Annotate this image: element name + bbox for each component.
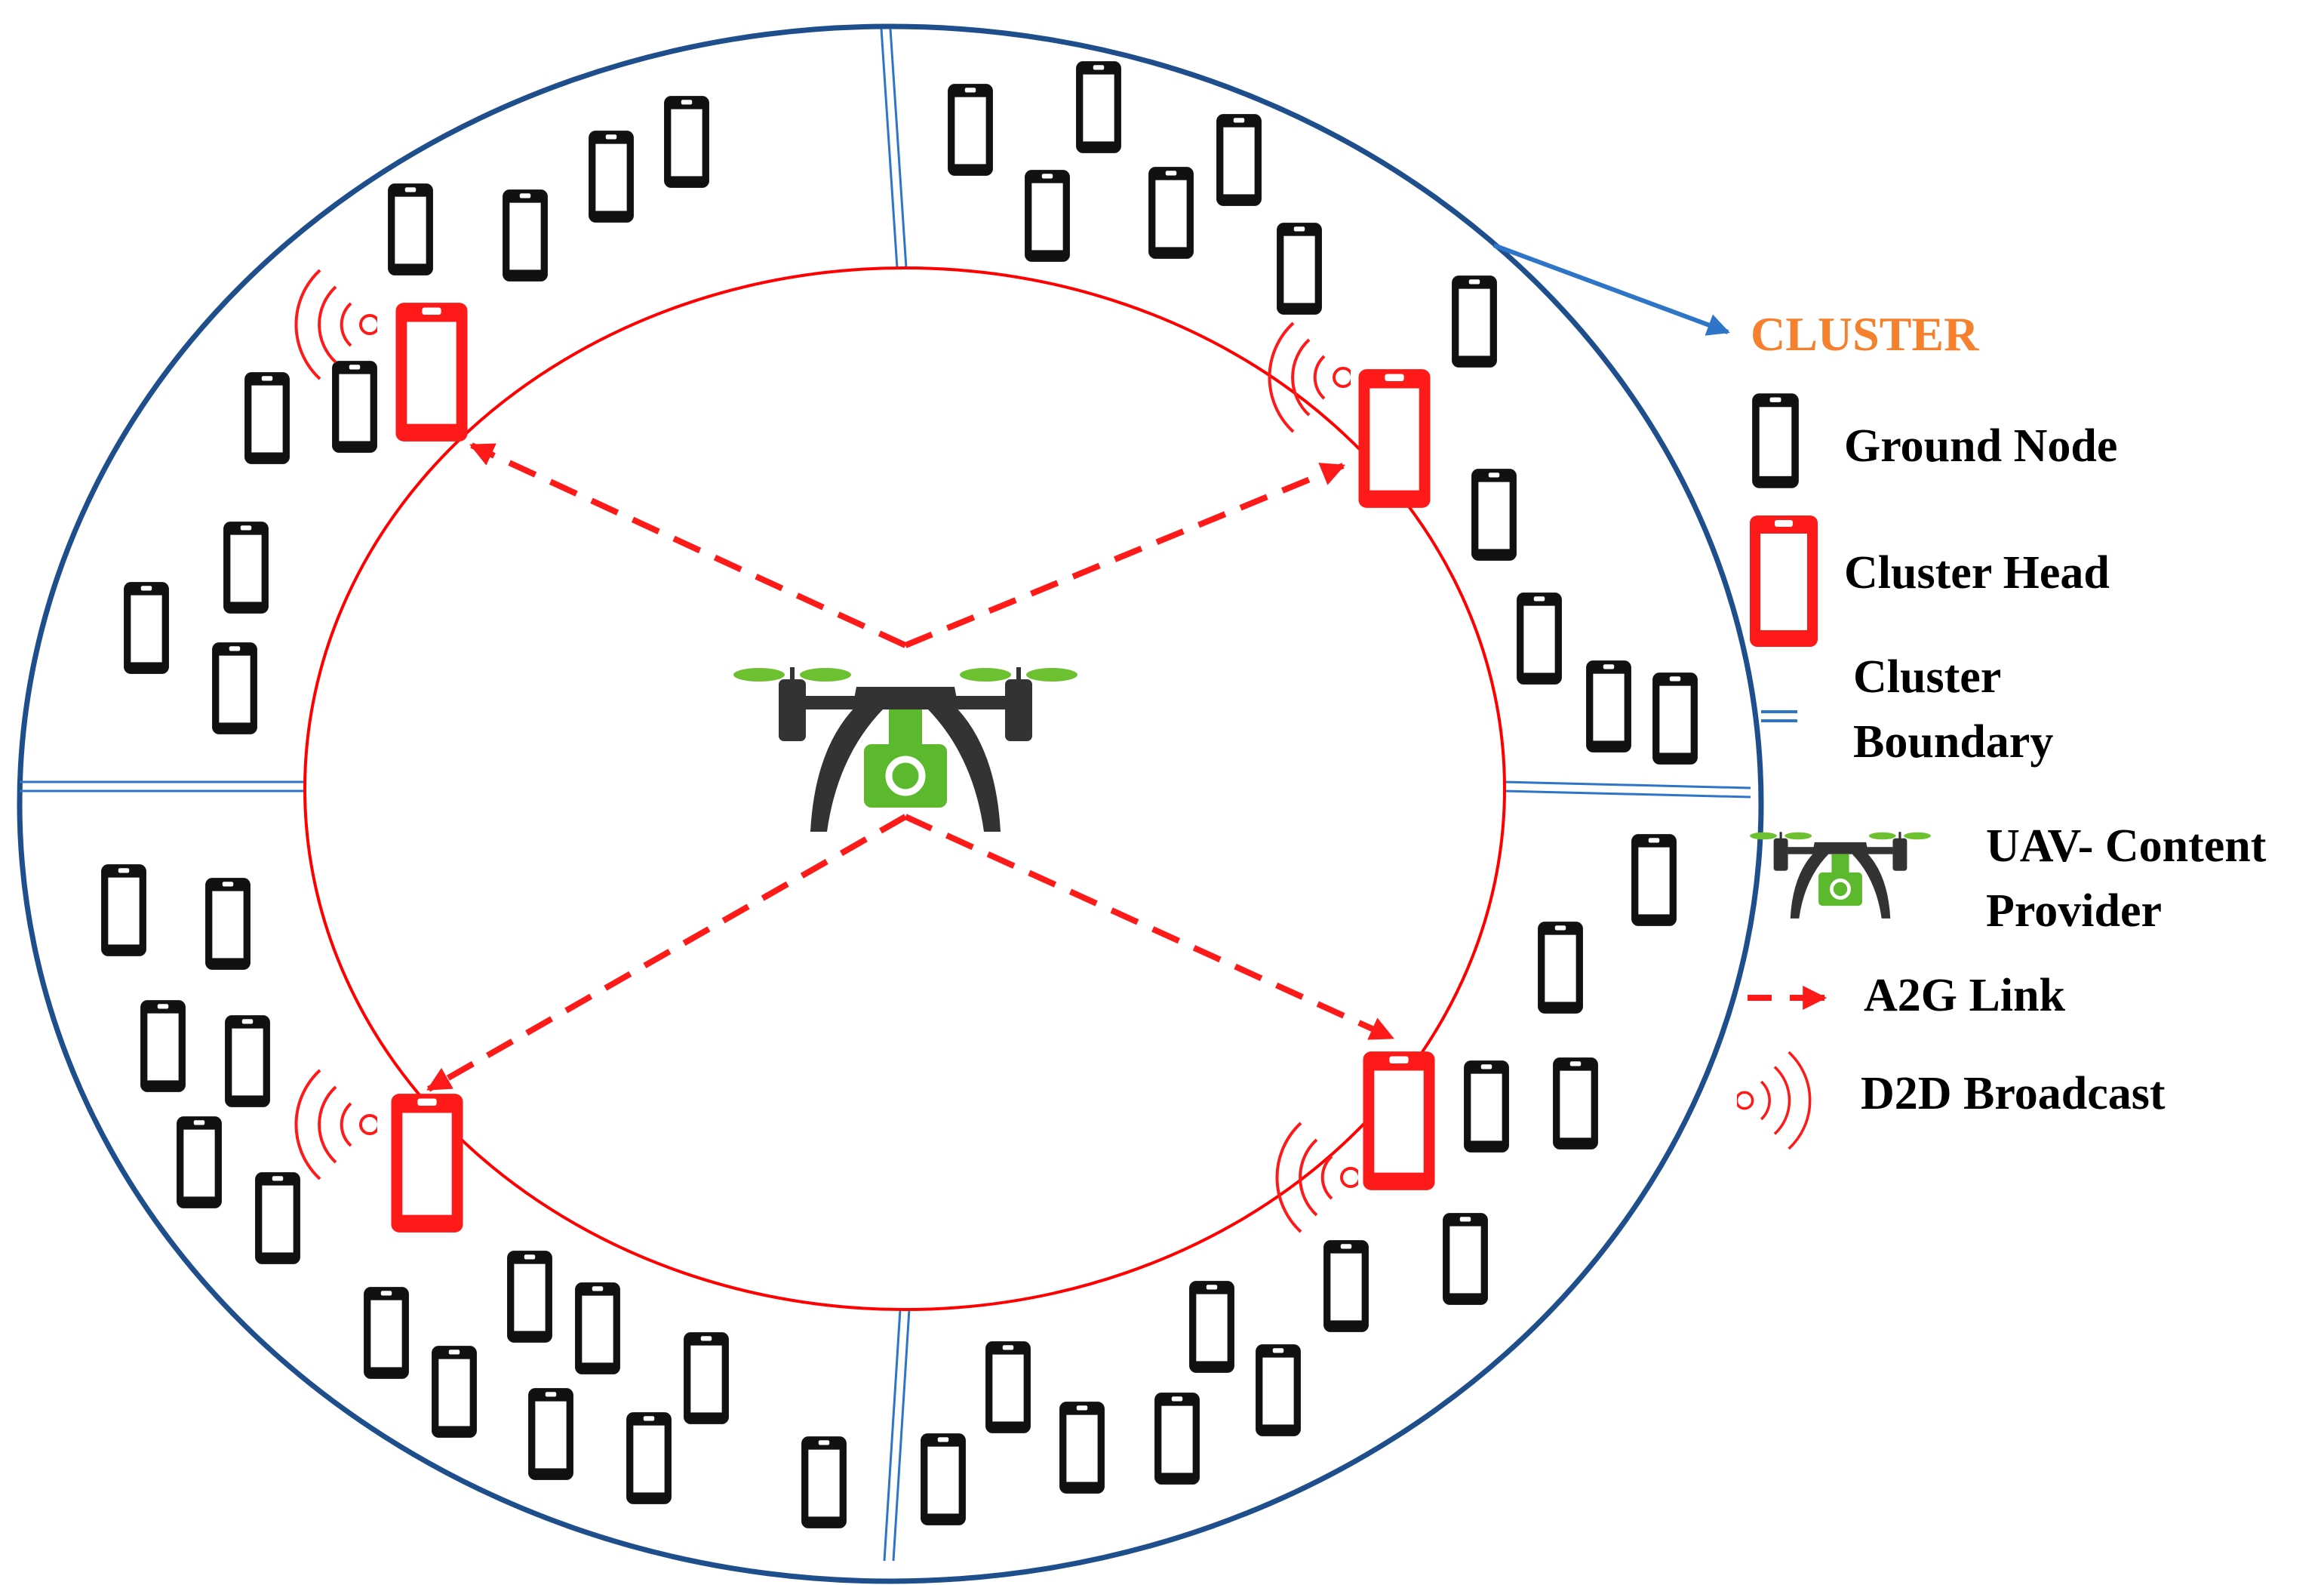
ground-node-icon: [1059, 1402, 1105, 1494]
ground-node-icon: [124, 582, 169, 674]
ground-node-icon: [1189, 1281, 1234, 1373]
ground-node-icon: [1154, 1393, 1200, 1485]
legend-cluster-boundary-label-1: Cluster: [1853, 651, 2002, 703]
ground-node-icon: [223, 522, 269, 614]
legend-cluster-head-icon: [1750, 516, 1818, 647]
legend-cluster-head-label: Cluster Head: [1844, 547, 2110, 599]
a2g-link-bottom-left: [426, 814, 907, 1092]
ground-node-icon: [140, 1000, 186, 1092]
ground-node-icon: [1216, 114, 1262, 206]
inner-coverage-ring: [303, 266, 1506, 1311]
ground-node-icon: [177, 1116, 222, 1208]
legend-ground-node-label: Ground Node: [1844, 420, 2118, 472]
ground-node-icon: [1586, 660, 1631, 752]
ground-node-icon: [1631, 834, 1677, 926]
ground-node-icon: [1517, 592, 1562, 685]
ground-node-icon: [101, 864, 146, 956]
ground-node-icon: [948, 84, 993, 176]
a2g-links: [426, 442, 1394, 1092]
ground-node-icon: [528, 1388, 573, 1480]
legend-uav-label-1: UAV- Content: [1986, 820, 2267, 872]
ground-node-icon: [1076, 61, 1121, 153]
ground-node-icon: [432, 1346, 477, 1438]
ground-node-icon: [332, 361, 377, 453]
d2d-broadcast-waves-bottom-left: [294, 1069, 377, 1180]
a2g-link-top-right: [904, 463, 1345, 648]
legend-cluster-boundary-label-2: Boundary: [1853, 716, 2054, 768]
ground-node-icon: [1025, 170, 1070, 262]
cluster-boundary-right: [1503, 780, 1751, 799]
ground-node-icon: [503, 189, 548, 282]
ground-node-icon: [244, 372, 290, 464]
outer-cluster-ring: [17, 23, 1764, 1584]
ground-node-icon: [1464, 1060, 1509, 1153]
ground-node-icon: [1452, 275, 1497, 368]
ground-node-icon: [1256, 1344, 1301, 1436]
ground-nodes-top-right: [948, 61, 1698, 765]
cluster-head-bottom-left: [391, 1094, 463, 1233]
ground-node-icon: [1553, 1057, 1598, 1150]
ground-node-icon: [507, 1251, 552, 1343]
a2g-link-top-left: [469, 442, 907, 648]
ground-node-icon: [589, 131, 634, 223]
ground-node-icon: [364, 1287, 409, 1379]
legend-d2d-broadcast-label: D2D Broadcast: [1861, 1068, 2166, 1119]
ground-node-icon: [921, 1433, 966, 1525]
cluster-head-top-right: [1358, 369, 1431, 508]
legend-ground-node-icon: [1752, 393, 1799, 488]
ground-node-icon: [1323, 1240, 1369, 1332]
cluster-head-bottom-right: [1363, 1051, 1435, 1190]
ground-node-icon: [1538, 922, 1583, 1014]
legend-uav-label-2: Provider: [1986, 885, 2163, 937]
cluster-boundary-bottom: [883, 1309, 911, 1562]
ground-node-icon: [1277, 223, 1322, 315]
cluster-pointer-arrow: [1492, 243, 1730, 336]
ground-node-icon: [225, 1015, 270, 1107]
ground-node-icon: [1148, 167, 1194, 259]
ground-node-icon: [1652, 672, 1698, 765]
legend-cluster-label: CLUSTER: [1751, 307, 1979, 361]
ground-node-icon: [1471, 469, 1517, 561]
ground-node-icon: [626, 1412, 672, 1504]
ground-node-icon: [575, 1282, 620, 1374]
legend-a2g-link-label: A2G Link: [1864, 970, 2066, 1021]
ground-nodes-bottom-left: [101, 864, 847, 1528]
ground-node-icon: [801, 1436, 847, 1528]
a2g-link-bottom-right: [904, 814, 1394, 1041]
d2d-broadcast-waves-top-right: [1268, 322, 1351, 433]
ground-node-icon: [205, 878, 251, 970]
ground-node-icon: [388, 183, 433, 275]
ground-node-icon: [1443, 1213, 1488, 1305]
legend-cluster-boundary-icon: [1761, 710, 1797, 722]
legend-d2d-broadcast-icon: [1737, 1051, 1812, 1150]
ground-node-icon: [664, 96, 709, 188]
cluster-boundary-left: [20, 780, 305, 792]
ground-node-icon: [255, 1172, 300, 1264]
ground-node-icon: [684, 1332, 729, 1424]
legend: [1737, 393, 1931, 1150]
uav-content-provider-icon: [733, 667, 1077, 832]
cluster-head-top-left: [395, 303, 468, 442]
legend-uav-icon: [1750, 832, 1931, 919]
ground-node-icon: [212, 642, 257, 734]
ground-node-icon: [985, 1341, 1031, 1433]
cluster-boundary-top: [880, 28, 908, 269]
